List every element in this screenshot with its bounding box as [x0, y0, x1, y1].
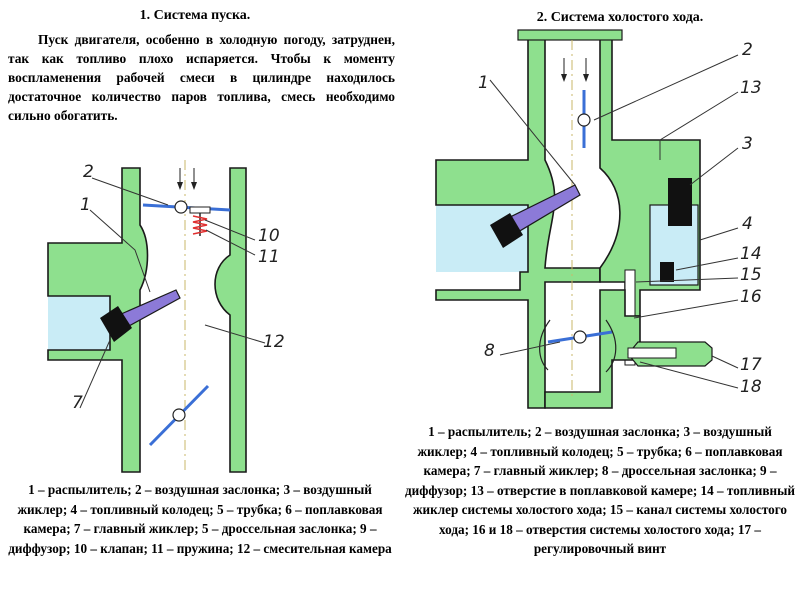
label-1: 1 — [80, 195, 91, 215]
left-intro-text: Пуск двигателя, особенно в холодную пого… — [8, 32, 395, 123]
left-body-wall — [47, 167, 149, 473]
label-r-3: 3 — [742, 134, 753, 154]
left-carburetor-diagram — [47, 160, 266, 473]
right-body-wall — [214, 167, 247, 473]
right-legend: 1 – распылитель; 2 – воздушная заслонка;… — [405, 424, 796, 556]
air-jet — [668, 178, 692, 226]
left-legend: 1 – распылитель; 2 – воздушная заслонка;… — [8, 482, 392, 556]
label-r-8: 8 — [484, 341, 495, 361]
label-7: 7 — [72, 393, 83, 413]
label-r-4: 4 — [742, 214, 753, 234]
label-10: 10 — [258, 226, 280, 246]
label-r-15: 15 — [740, 265, 762, 285]
label-r-2: 2 — [742, 40, 753, 60]
label-12: 12 — [263, 332, 285, 352]
right-carburetor-diagram — [435, 29, 739, 409]
label-r-17: 17 — [740, 355, 762, 375]
label-r-1: 1 — [478, 73, 489, 93]
right-title: 2. Система холостого хода. — [536, 10, 704, 25]
label-r-14: 14 — [740, 244, 762, 264]
label-r-16: 16 — [740, 287, 762, 307]
idle-fuel-jet — [660, 262, 674, 282]
label-r-18: 18 — [740, 377, 762, 397]
left-title: 1. Система пуска. — [139, 8, 251, 23]
label-r-13: 13 — [740, 78, 762, 98]
idle-left-wall — [435, 37, 601, 409]
label-2: 2 — [83, 162, 94, 182]
main-jet — [100, 306, 132, 342]
label-11: 11 — [258, 247, 280, 267]
left-fuel-level — [48, 296, 110, 350]
